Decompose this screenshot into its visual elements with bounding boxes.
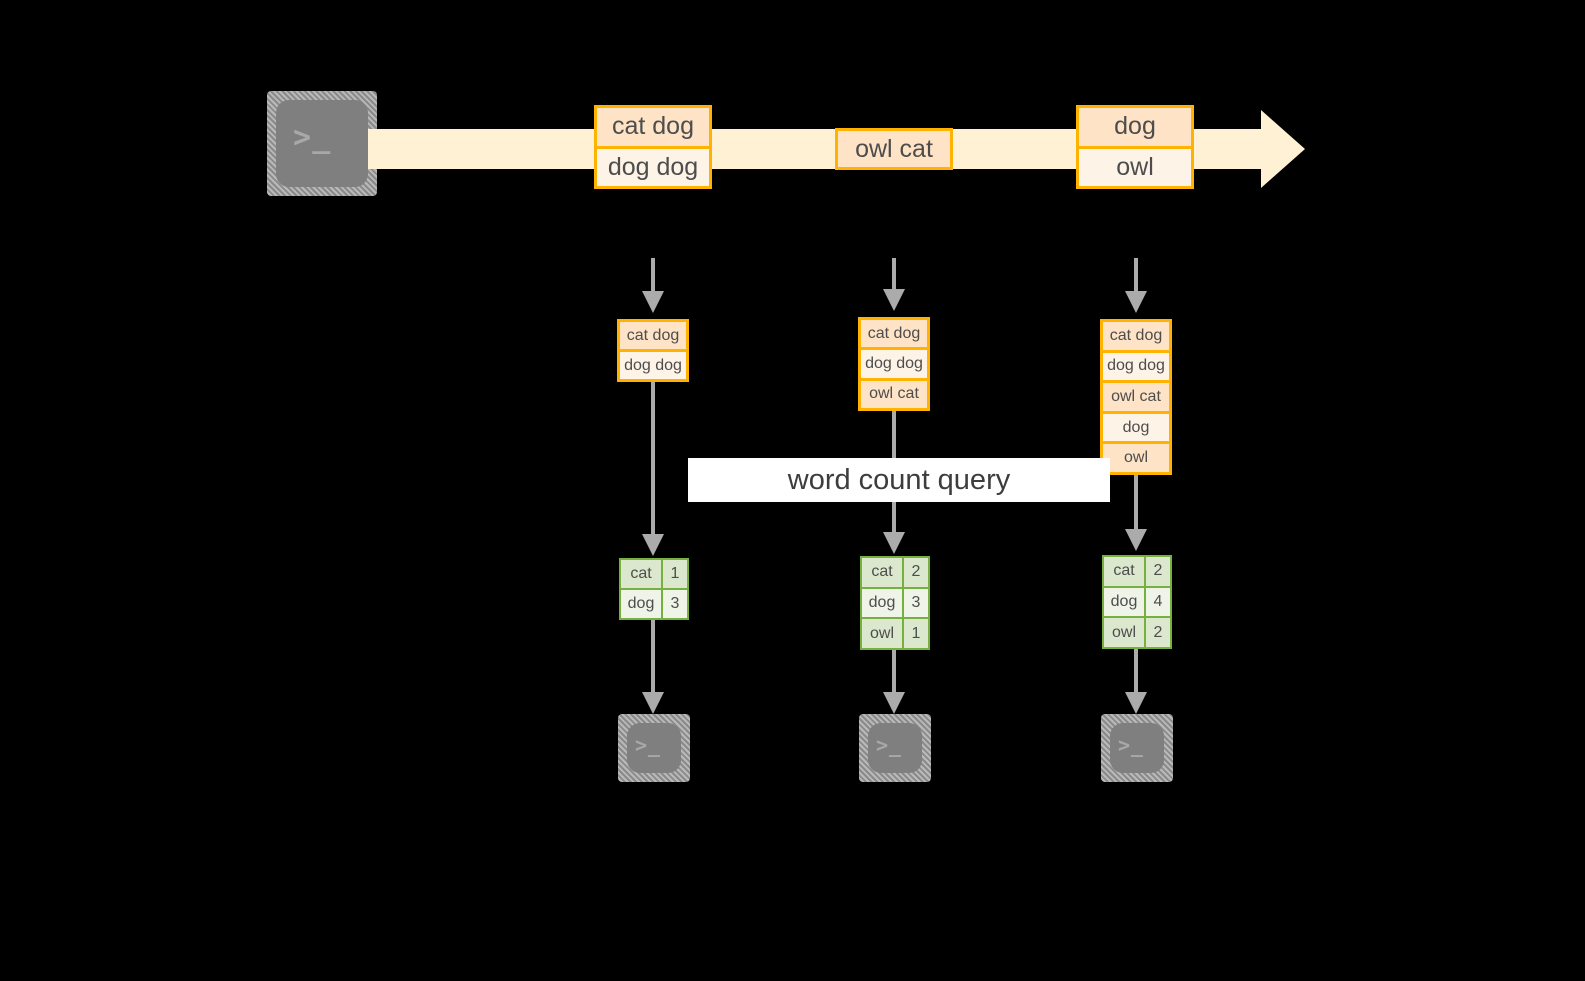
- input-to-result-connector-1: [651, 382, 655, 534]
- input-to-result-arrowhead-3: [1125, 529, 1147, 551]
- snapshot-result-2: cat 2 dog 3 owl 1: [860, 556, 930, 650]
- terminal-screen: >_: [627, 723, 681, 773]
- snapshot-input-3: cat dog dog dog owl cat dog owl: [1100, 319, 1172, 475]
- snapshot-result-1: cat 1 dog 3: [619, 558, 689, 620]
- table-cell-count: 1: [661, 560, 687, 588]
- consumer-terminal-icon-3: >_: [1101, 714, 1173, 782]
- table-row: cat 2: [862, 558, 928, 587]
- table-row: cat 2: [1104, 557, 1170, 586]
- table-row: dog 3: [862, 586, 928, 618]
- table-cell-word: owl: [1104, 618, 1144, 648]
- stream-event-line: cat dog: [597, 108, 709, 146]
- stream-to-input-arrowhead-1: [642, 291, 664, 313]
- stream-event-line: dog dog: [597, 145, 709, 186]
- snapshot-input-line: owl: [1103, 441, 1169, 472]
- consumer-terminal-icon-2: >_: [859, 714, 931, 782]
- terminal-prompt-glyph: >_: [876, 733, 902, 757]
- table-cell-word: dog: [1104, 587, 1144, 617]
- snapshot-result-3: cat 2 dog 4 owl 2: [1102, 555, 1172, 649]
- consumer-terminal-icon-1: >_: [618, 714, 690, 782]
- stream-event-1: cat dog dog dog: [594, 105, 712, 189]
- stream-to-input-connector-2: [892, 258, 896, 289]
- snapshot-input-line: cat dog: [620, 322, 686, 349]
- table-row: dog 3: [621, 588, 687, 618]
- terminal-prompt-glyph: >_: [635, 733, 661, 757]
- snapshot-input-line: cat dog: [861, 320, 927, 348]
- input-to-result-connector-3: [1134, 475, 1138, 529]
- stream-arrow-head: [1261, 110, 1305, 188]
- result-to-consumer-arrowhead-2: [883, 692, 905, 714]
- result-to-consumer-connector-2: [892, 650, 896, 692]
- snapshot-input-line: owl cat: [1103, 380, 1169, 411]
- terminal-screen: >_: [1110, 723, 1164, 773]
- snapshot-input-line: dog dog: [1103, 349, 1169, 381]
- stream-event-line: owl: [1079, 145, 1191, 186]
- result-to-consumer-connector-3: [1134, 649, 1138, 692]
- terminal-screen: >_: [868, 723, 922, 773]
- stream-to-input-connector-1: [651, 258, 655, 291]
- input-to-result-arrowhead-2: [883, 532, 905, 554]
- snapshot-input-line: owl cat: [861, 377, 927, 408]
- table-row: dog 4: [1104, 585, 1170, 617]
- stream-event-2: owl cat: [835, 128, 953, 170]
- stream-to-input-connector-3: [1134, 258, 1138, 291]
- query-label-band: word count query: [688, 458, 1110, 502]
- result-to-consumer-arrowhead-3: [1125, 692, 1147, 714]
- table-row: owl 2: [1104, 616, 1170, 648]
- table-cell-count: 3: [661, 590, 687, 618]
- table-cell-count: 2: [1144, 557, 1170, 586]
- table-cell-count: 1: [902, 619, 928, 649]
- query-label-text: word count query: [787, 463, 1011, 496]
- table-cell-count: 2: [902, 558, 928, 587]
- terminal-prompt-glyph: >_: [293, 120, 332, 155]
- stream-to-input-arrowhead-2: [883, 289, 905, 311]
- stream-event-line: owl cat: [838, 131, 950, 167]
- table-cell-word: cat: [862, 558, 902, 587]
- stream-to-input-arrowhead-3: [1125, 291, 1147, 313]
- table-cell-count: 3: [902, 588, 928, 618]
- table-cell-count: 2: [1144, 618, 1170, 648]
- table-cell-word: dog: [621, 590, 661, 618]
- table-cell-word: owl: [862, 619, 902, 649]
- producer-terminal-icon: >_: [267, 91, 377, 196]
- table-cell-count: 4: [1144, 587, 1170, 617]
- terminal-screen: >_: [276, 100, 368, 187]
- snapshot-input-line: dog: [1103, 410, 1169, 442]
- table-row: owl 1: [862, 617, 928, 649]
- stream-event-line: dog: [1079, 108, 1191, 146]
- snapshot-input-1: cat dog dog dog: [617, 319, 689, 382]
- result-to-consumer-connector-1: [651, 620, 655, 692]
- input-to-result-arrowhead-1: [642, 534, 664, 556]
- table-cell-word: dog: [862, 588, 902, 618]
- snapshot-input-line: cat dog: [1103, 322, 1169, 350]
- table-row: cat 1: [621, 560, 687, 588]
- terminal-prompt-glyph: >_: [1118, 733, 1144, 757]
- table-cell-word: cat: [621, 560, 661, 588]
- result-to-consumer-arrowhead-1: [642, 692, 664, 714]
- snapshot-input-line: dog dog: [620, 349, 686, 379]
- table-cell-word: cat: [1104, 557, 1144, 586]
- snapshot-input-line: dog dog: [861, 347, 927, 378]
- stream-event-3: dog owl: [1076, 105, 1194, 189]
- snapshot-input-2: cat dog dog dog owl cat: [858, 317, 930, 411]
